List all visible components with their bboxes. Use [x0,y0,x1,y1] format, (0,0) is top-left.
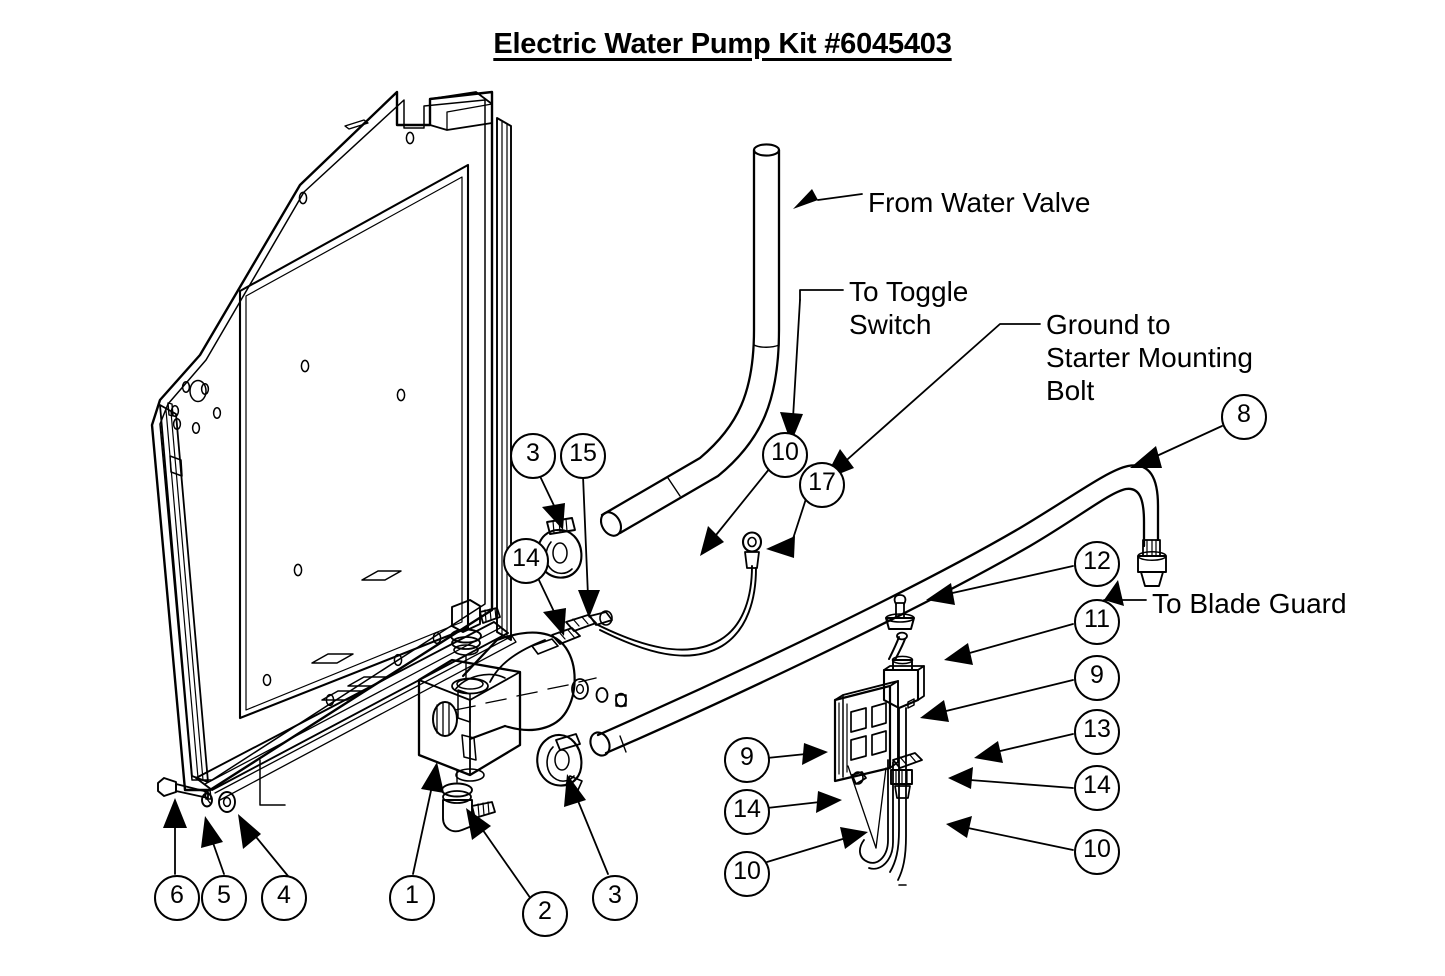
label-to-toggle-switch: To Toggle Switch [849,276,969,340]
callout-6-bolt: 6 [154,875,200,921]
pump-terminal-cluster [531,610,613,655]
callout-10-wire-left: 10 [724,851,770,897]
mounting-bolt-hardware [157,777,236,813]
callout-3-clamp-lower: 3 [592,875,638,921]
label-from-water-valve: From Water Valve [868,187,1091,218]
callout-4-washer: 4 [261,875,307,921]
callout-14-nut-upper: 14 [503,538,549,584]
motor-hardware [571,678,627,708]
hose-clamp-lower [536,733,583,791]
callout-5-lockwasher: 5 [201,875,247,921]
toggle-switch-assembly [882,594,925,710]
switch-wiring [859,707,907,886]
callout-10-wire-right: 10 [1074,829,1120,875]
water-pump-assembly [417,631,597,782]
callout-14-nut-left: 14 [724,789,770,835]
leader-lines-and-arrows [163,189,1223,900]
right-terminal-hardware [847,752,923,849]
callout-2-elbow-fitting: 2 [522,891,568,937]
page-title: Electric Water Pump Kit #6045403 [493,28,952,60]
elbow-fitting-lower [441,769,496,833]
callout-12-switch-knob: 12 [1074,541,1120,587]
callout-17-ground-ring: 17 [799,462,845,508]
label-to-blade-guard: To Blade Guard [1152,588,1347,619]
callout-15-hose-clamp: 15 [560,433,606,479]
label-ground-to-starter-mounting-bolt: Ground to Starter Mounting Bolt [1046,309,1253,406]
callout-9-bracket-left: 9 [724,737,770,783]
callout-8-hose-blade-guard: 8 [1221,394,1267,440]
elbow-fitting-upper [450,599,501,681]
hose-from-water-valve [599,143,781,537]
callout-10-wire-upper: 10 [762,432,808,478]
pump-mounting-panel [150,90,517,801]
pump-wiring-harness [489,531,763,683]
callout-3-clamp-upper: 3 [510,433,556,479]
callout-14-nut-right: 14 [1074,765,1120,811]
callout-1-pump: 1 [389,875,435,921]
callout-11-toggle-switch: 11 [1074,599,1120,645]
callout-13-terminal: 13 [1074,709,1120,755]
callout-9-bracket-right: 9 [1074,655,1120,701]
